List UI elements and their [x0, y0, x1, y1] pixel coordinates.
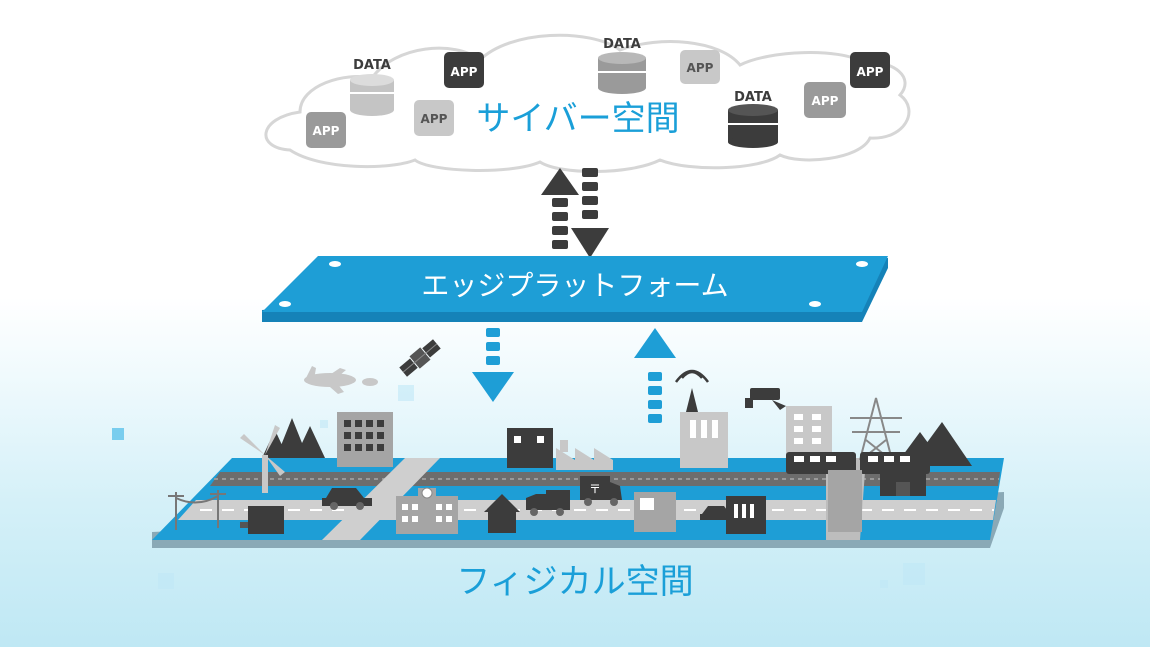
uplink-arrow-blue — [634, 328, 676, 423]
svg-text:DATA: DATA — [734, 90, 772, 105]
cyber-space-title: サイバー空間 — [476, 99, 679, 139]
data-cylinder-2: DATA — [598, 37, 646, 94]
tall-building-gray — [828, 470, 862, 532]
app-tile-5: APP — [414, 100, 454, 136]
app-tile-2: APP — [680, 50, 720, 84]
train — [786, 452, 930, 474]
airplane-icon — [304, 366, 378, 394]
post-truck-icon: 〒 — [580, 476, 622, 506]
city-base — [152, 458, 1004, 548]
store-building — [634, 492, 676, 532]
svg-text:〒: 〒 — [589, 482, 601, 496]
svg-text:APP: APP — [812, 94, 839, 108]
radio-tower-building — [674, 369, 728, 468]
office-building — [337, 412, 393, 467]
wind-turbine-icon — [240, 425, 285, 493]
svg-text:APP: APP — [451, 65, 478, 79]
svg-text:APP: APP — [313, 124, 340, 138]
power-tower-icon — [850, 397, 902, 461]
svg-text:APP: APP — [687, 61, 714, 75]
delivery-truck-icon — [526, 490, 570, 516]
data-cylinder-1: DATA — [350, 58, 394, 116]
school-building — [396, 487, 458, 534]
trees — [262, 418, 325, 458]
warehouse-dark — [880, 472, 926, 496]
factory — [556, 440, 613, 470]
car-icon-2 — [700, 506, 734, 520]
svg-text:DATA: DATA — [603, 37, 641, 52]
app-tile-6: APP — [804, 82, 846, 118]
downlink-arrow-blue — [472, 328, 514, 402]
svg-text:APP: APP — [421, 112, 448, 126]
app-tile-4: APP — [306, 112, 346, 148]
utility-pole — [168, 490, 226, 530]
physical-space-title: フィジカル空間 — [456, 562, 693, 602]
upload-arrow-dark — [541, 168, 579, 249]
download-arrow-dark — [571, 168, 609, 258]
data-cylinder-3: DATA — [728, 90, 778, 148]
svg-text:DATA: DATA — [353, 58, 391, 73]
app-tile-1: APP — [444, 52, 484, 88]
floating-squares — [112, 385, 925, 589]
house-icon — [484, 494, 520, 533]
edge-platform-label: エッジプラットフォーム — [421, 269, 728, 302]
security-camera-icon — [745, 388, 786, 410]
car-icon — [322, 488, 372, 510]
svg-text:APP: APP — [857, 65, 884, 79]
small-building-dark — [507, 428, 553, 468]
app-tile-3: APP — [850, 52, 890, 88]
edge-platform — [262, 256, 888, 322]
satellite-icon — [399, 339, 441, 377]
building-dark-right — [726, 496, 766, 534]
small-house-dark — [240, 506, 284, 534]
